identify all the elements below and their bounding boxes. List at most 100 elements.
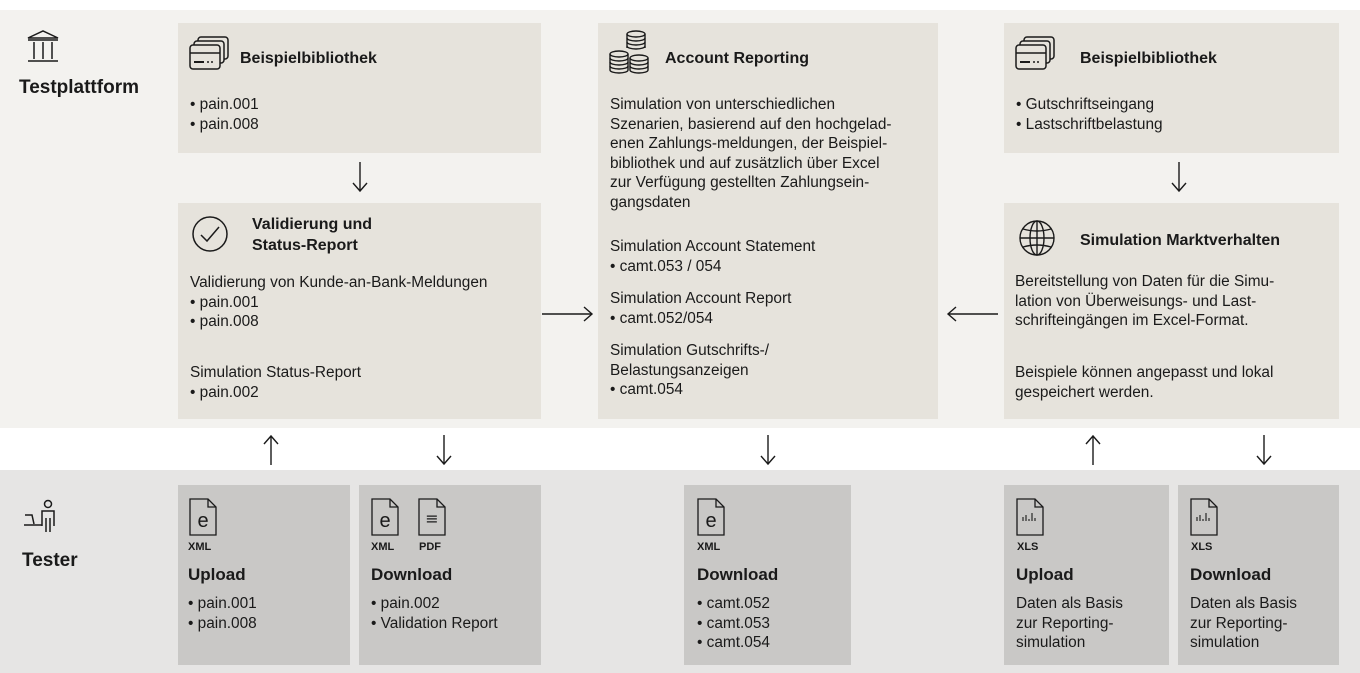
tester-upload-xml-title: Upload	[188, 565, 246, 584]
desc-line: Bereitstellung von Daten für die Simu-	[1015, 273, 1275, 290]
market-simulation-title: Simulation Marktverhalten	[1080, 232, 1281, 249]
tester-download-xls-desc: Daten als Basis zur Reporting- simulatio…	[1190, 594, 1297, 653]
file-type-label: XML	[188, 541, 212, 553]
account-reporting-box	[598, 23, 938, 419]
file-type-label: XML	[697, 541, 721, 553]
account-report-label: Simulation Account Report	[610, 290, 792, 307]
tester-download-xls-title: Download	[1190, 565, 1272, 584]
account-report-section: Simulation Account Report camt.052/054	[610, 289, 791, 328]
arrow-up-icon	[261, 433, 281, 467]
status-report-list: pain.002	[190, 383, 361, 403]
account-statement-label: Simulation Account Statement	[610, 238, 816, 255]
list-item: pain.002	[371, 594, 498, 614]
file-letter: ≡	[425, 509, 438, 528]
list-item: camt.053 / 054	[610, 257, 815, 277]
file-type-label: PDF	[419, 541, 441, 553]
file-type-label: XLS	[1191, 541, 1213, 553]
list-item: camt.054	[610, 380, 769, 400]
list-item: pain.001	[190, 293, 487, 313]
notice-label-line2: Belastungsanzeigen	[610, 361, 749, 379]
tester-download-xml-pdf-box	[359, 485, 541, 665]
desc-line: Szenarien, basierend auf den hochgelad-	[610, 115, 892, 133]
list-item: pain.001	[188, 594, 257, 614]
status-report-label: Simulation Status-Report	[190, 364, 362, 381]
checkmark-circle-icon	[190, 214, 230, 254]
cards-icon	[1014, 35, 1056, 75]
list-item: pain.001	[190, 95, 259, 115]
tester-download-camt-title: Download	[697, 565, 779, 584]
cards-icon	[188, 35, 230, 75]
list-item: pain.008	[190, 312, 487, 332]
notice-section: Simulation Gutschrifts-/ Belastungsanzei…	[610, 341, 769, 400]
account-statement-section: Simulation Account Statement camt.053 / …	[610, 237, 815, 276]
validation-description: Validierung von Kunde-an-Bank-Meldungen …	[190, 273, 487, 332]
desc-line: zur Verfügung gestellten Zahlungsein-	[610, 174, 870, 191]
xls-file-icon	[1015, 497, 1045, 537]
validation-title-line2: Status-Report	[252, 237, 358, 254]
tester-download-xls-box	[1178, 485, 1339, 665]
tester-upload-xls-desc: Daten als Basis zur Reporting- simulatio…	[1016, 594, 1123, 653]
coins-icon	[606, 28, 652, 76]
tester-upload-xml-box	[178, 485, 350, 665]
arrow-left-icon	[946, 304, 1000, 324]
account-reporting-description: Simulation von unterschiedlichen Szenari…	[610, 95, 892, 212]
xml-file-icon: e	[370, 497, 400, 537]
desc-line: Daten als Basis	[1016, 595, 1123, 612]
tester-download-camt-list: camt.052 camt.053 camt.054	[697, 594, 770, 653]
file-letter: e	[197, 510, 208, 532]
market-simulation-description: Bereitstellung von Daten für die Simu- l…	[1015, 272, 1274, 331]
sample-library-list-left: pain.001 pain.008	[190, 95, 259, 134]
file-letter: e	[379, 510, 390, 532]
lane-title-tester: Tester	[22, 550, 78, 571]
desc-line: zur Reporting-	[1190, 614, 1288, 632]
xml-file-icon: e	[696, 497, 726, 537]
validation-desc: Validierung von Kunde-an-Bank-Meldungen	[190, 274, 488, 291]
lane-title-testplattform: Testplattform	[19, 77, 139, 98]
desc-line: bibliothek und auf zusätzlich über Excel	[610, 154, 880, 172]
arrow-down-icon	[758, 433, 778, 467]
validation-title: Validierung und Status-Report	[252, 214, 372, 256]
desc-line: enen Zahlungs-meldungen, der Beispiel-	[610, 135, 888, 152]
desc-line: schrifteingängen im Excel-Format.	[1015, 312, 1249, 329]
arrow-right-icon	[540, 304, 594, 324]
list-item: camt.053	[697, 614, 770, 634]
list-item: camt.052/054	[610, 309, 791, 329]
arrow-down-icon	[1169, 160, 1189, 194]
validation-title-line1: Validierung und	[252, 216, 373, 233]
file-letter: e	[705, 510, 716, 532]
xls-file-icon	[1189, 497, 1219, 537]
status-report-section: Simulation Status-Report pain.002	[190, 363, 361, 402]
pdf-file-icon: ≡	[417, 497, 447, 537]
arrow-down-icon	[434, 433, 454, 467]
desc-line: gangsdaten	[610, 193, 691, 211]
sample-library-title-left: Beispielbibliothek	[240, 50, 377, 67]
arrow-down-icon	[1254, 433, 1274, 467]
desc-line: Daten als Basis	[1190, 595, 1297, 612]
file-type-label: XLS	[1017, 541, 1039, 553]
list-item: pain.008	[188, 614, 257, 634]
tester-download-xml-pdf-title: Download	[371, 565, 453, 584]
sample-library-list-right: Gutschriftseingang Lastschriftbelastung	[1016, 95, 1163, 134]
desc-line: Simulation von unterschiedlichen	[610, 96, 836, 113]
xml-file-icon: e	[188, 497, 218, 537]
tester-person-icon	[22, 498, 58, 534]
list-item: Gutschriftseingang	[1016, 95, 1163, 115]
desc-line: zur Reporting-	[1016, 614, 1114, 632]
globe-icon	[1017, 218, 1057, 258]
arrow-down-icon	[350, 160, 370, 194]
desc-line: simulation	[1190, 634, 1260, 651]
tester-upload-xls-title: Upload	[1016, 565, 1074, 584]
note-line: gespeichert werden.	[1015, 383, 1154, 401]
list-item: pain.002	[190, 383, 361, 403]
desc-line: lation von Überweisungs- und Last-	[1015, 292, 1257, 310]
institution-icon	[25, 28, 61, 64]
validation-list: pain.001 pain.008	[190, 293, 487, 332]
notice-label-line1: Simulation Gutschrifts-/	[610, 342, 770, 359]
desc-line: simulation	[1016, 634, 1086, 651]
list-item: Lastschriftbelastung	[1016, 115, 1163, 135]
tester-upload-xml-list: pain.001 pain.008	[188, 594, 257, 633]
note-line: Beispiele können angepasst und lokal	[1015, 364, 1274, 381]
arrow-up-icon	[1083, 433, 1103, 467]
sample-library-title-right: Beispielbibliothek	[1080, 50, 1217, 67]
list-item: Validation Report	[371, 614, 498, 634]
